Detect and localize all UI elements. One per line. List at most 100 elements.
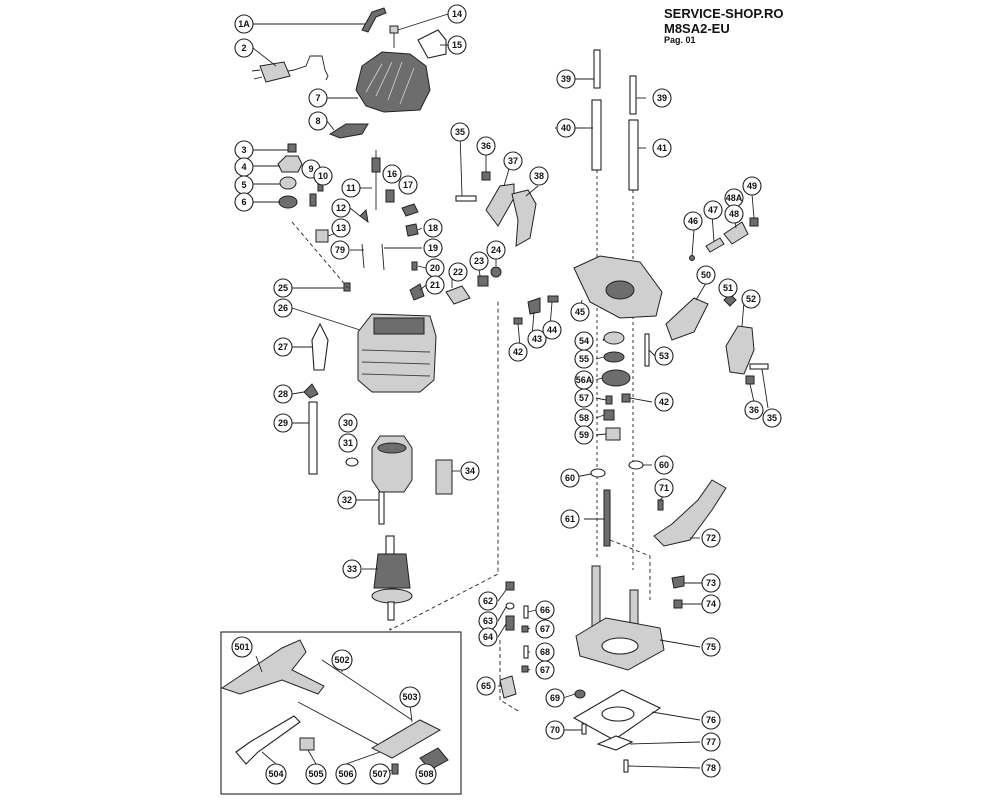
callout-74[interactable]: 74 [701,594,721,614]
callout-27[interactable]: 27 [273,337,293,357]
callout-78[interactable]: 78 [701,758,721,778]
callout-60a[interactable]: 60 [560,468,580,488]
callout-79[interactable]: 79 [330,240,350,260]
callout-59[interactable]: 59 [574,425,594,445]
callout-506[interactable]: 506 [335,763,357,785]
callout-502[interactable]: 502 [331,649,353,671]
callout-42b[interactable]: 42 [654,392,674,412]
callout-46[interactable]: 46 [683,211,703,231]
callout-57[interactable]: 57 [574,388,594,408]
part-54 [603,331,625,345]
svg-text:55: 55 [579,354,589,364]
callout-22[interactable]: 22 [448,262,468,282]
callout-50[interactable]: 50 [696,265,716,285]
callout-39b[interactable]: 39 [652,88,672,108]
callout-43[interactable]: 43 [527,329,547,349]
callout-36b[interactable]: 36 [744,400,764,420]
callout-61[interactable]: 61 [560,509,580,529]
callout-35a[interactable]: 35 [450,122,470,142]
callout-34[interactable]: 34 [460,461,480,481]
callout-49[interactable]: 49 [742,176,762,196]
callout-507[interactable]: 507 [369,763,391,785]
callout-508[interactable]: 508 [415,763,437,785]
callout-11[interactable]: 11 [341,178,361,198]
callout-33[interactable]: 33 [342,559,362,579]
callout-56A[interactable]: 56A [574,370,594,390]
callout-58[interactable]: 58 [574,408,594,428]
callout-76[interactable]: 76 [701,710,721,730]
callout-73[interactable]: 73 [701,573,721,593]
callout-38[interactable]: 38 [529,166,549,186]
callout-14[interactable]: 14 [447,4,467,24]
callout-54[interactable]: 54 [574,331,594,351]
callout-67a[interactable]: 67 [535,619,555,639]
svg-text:69: 69 [550,693,560,703]
callout-41[interactable]: 41 [652,138,672,158]
callout-503[interactable]: 503 [399,686,421,708]
callout-72[interactable]: 72 [701,528,721,548]
callouts: 1A 2 3 4 5 6 7 8 9 10 11 12 13 14 15 16 … [231,4,782,785]
callout-19[interactable]: 19 [423,238,443,258]
part-39a [593,49,601,89]
callout-31[interactable]: 31 [338,433,358,453]
callout-501[interactable]: 501 [231,636,253,658]
callout-63[interactable]: 63 [478,611,498,631]
callout-48[interactable]: 48 [724,204,744,224]
callout-69[interactable]: 69 [545,688,565,708]
callout-44[interactable]: 44 [542,320,562,340]
callout-7[interactable]: 7 [308,88,328,108]
callout-65[interactable]: 65 [476,676,496,696]
callout-18[interactable]: 18 [423,218,443,238]
callout-35b[interactable]: 35 [762,408,782,428]
callout-5[interactable]: 5 [234,175,254,195]
callout-20[interactable]: 20 [425,258,445,278]
callout-53[interactable]: 53 [654,346,674,366]
callout-48A[interactable]: 48A [724,188,744,208]
callout-77[interactable]: 77 [701,732,721,752]
callout-40[interactable]: 40 [556,118,576,138]
callout-21[interactable]: 21 [425,275,445,295]
callout-1A[interactable]: 1A [234,14,254,34]
callout-66[interactable]: 66 [535,600,555,620]
callout-51[interactable]: 51 [718,278,738,298]
callout-47[interactable]: 47 [703,200,723,220]
callout-75[interactable]: 75 [701,637,721,657]
callout-12[interactable]: 12 [331,198,351,218]
callout-60b[interactable]: 60 [654,455,674,475]
callout-62[interactable]: 62 [478,591,498,611]
callout-37[interactable]: 37 [503,151,523,171]
callout-504[interactable]: 504 [265,763,287,785]
callout-68[interactable]: 68 [535,642,555,662]
callout-26[interactable]: 26 [273,298,293,318]
callout-55[interactable]: 55 [574,349,594,369]
callout-3[interactable]: 3 [234,140,254,160]
callout-28[interactable]: 28 [273,384,293,404]
callout-39a[interactable]: 39 [556,69,576,89]
callout-505[interactable]: 505 [305,763,327,785]
callout-23[interactable]: 23 [469,251,489,271]
callout-10[interactable]: 10 [313,166,333,186]
callout-42a[interactable]: 42 [508,342,528,362]
callout-67b[interactable]: 67 [535,660,555,680]
callout-45[interactable]: 45 [570,302,590,322]
callout-71[interactable]: 71 [654,478,674,498]
callout-52[interactable]: 52 [741,289,761,309]
callout-29[interactable]: 29 [273,413,293,433]
callout-25[interactable]: 25 [273,278,293,298]
part-64 [505,615,515,631]
svg-text:1A: 1A [238,19,250,29]
callout-36a[interactable]: 36 [476,136,496,156]
callout-24[interactable]: 24 [486,240,506,260]
callout-6[interactable]: 6 [234,192,254,212]
callout-2[interactable]: 2 [234,38,254,58]
callout-13[interactable]: 13 [331,218,351,238]
callout-17[interactable]: 17 [398,175,418,195]
callout-64[interactable]: 64 [478,627,498,647]
callout-32[interactable]: 32 [337,490,357,510]
callout-15[interactable]: 15 [447,35,467,55]
callout-4[interactable]: 4 [234,157,254,177]
callout-16[interactable]: 16 [382,164,402,184]
callout-8[interactable]: 8 [308,111,328,131]
callout-70[interactable]: 70 [545,720,565,740]
callout-30[interactable]: 30 [338,413,358,433]
